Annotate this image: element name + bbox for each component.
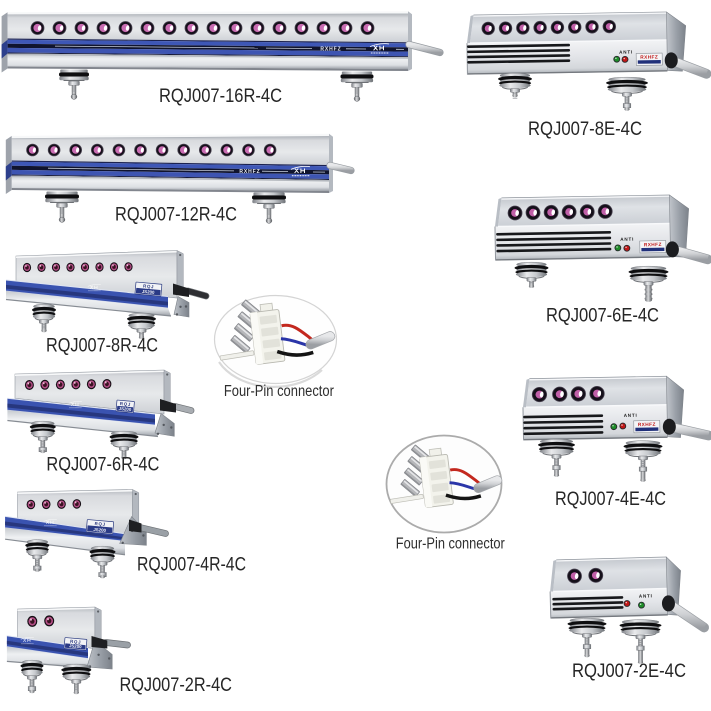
svg-text:RQJ: RQJ xyxy=(143,283,155,289)
svg-text:RQJ007-8E-4C: RQJ007-8E-4C xyxy=(528,119,642,140)
svg-text:RXHFZ: RXHFZ xyxy=(640,54,658,60)
svg-text:JS200: JS200 xyxy=(69,643,83,649)
svg-text:JS200: JS200 xyxy=(142,289,156,295)
svg-text:RQJ007-2R-4C: RQJ007-2R-4C xyxy=(119,675,232,696)
svg-text:JS200: JS200 xyxy=(93,527,107,533)
svg-text:RXHFZ: RXHFZ xyxy=(239,169,260,175)
svg-text:RQJ007-8R-4C: RQJ007-8R-4C xyxy=(46,336,158,357)
svg-text:RQJ: RQJ xyxy=(120,401,132,407)
svg-text:RQJ007-12R-4C: RQJ007-12R-4C xyxy=(115,205,237,226)
svg-text:Four-Pin connector: Four-Pin connector xyxy=(224,383,334,400)
svg-text:RQJ007-16R-4C: RQJ007-16R-4C xyxy=(159,86,282,107)
svg-text:RQJ007-4E-4C: RQJ007-4E-4C xyxy=(555,489,666,510)
svg-text:RQJ007-6E-4C: RQJ007-6E-4C xyxy=(546,306,659,327)
svg-text:Four-Pin connector: Four-Pin connector xyxy=(396,536,505,553)
svg-text:ANTI: ANTI xyxy=(639,593,653,598)
svg-text:RQJ: RQJ xyxy=(70,639,82,645)
svg-text:JS200: JS200 xyxy=(118,406,132,412)
svg-text:RQJ007-2E-4C: RQJ007-2E-4C xyxy=(572,661,686,682)
svg-text:RXHFZ: RXHFZ xyxy=(320,47,341,53)
svg-text:RQJ: RQJ xyxy=(94,521,106,527)
svg-text:RQJ007-4R-4C: RQJ007-4R-4C xyxy=(137,555,246,576)
svg-text:ANTI: ANTI xyxy=(624,413,638,418)
svg-text:ANTI: ANTI xyxy=(620,237,634,242)
svg-text:RXHFZ: RXHFZ xyxy=(638,422,656,428)
svg-text:RXHFZ: RXHFZ xyxy=(644,242,662,248)
svg-text:RQJ007-6R-4C: RQJ007-6R-4C xyxy=(46,455,159,476)
svg-text:ANTI: ANTI xyxy=(619,49,633,54)
